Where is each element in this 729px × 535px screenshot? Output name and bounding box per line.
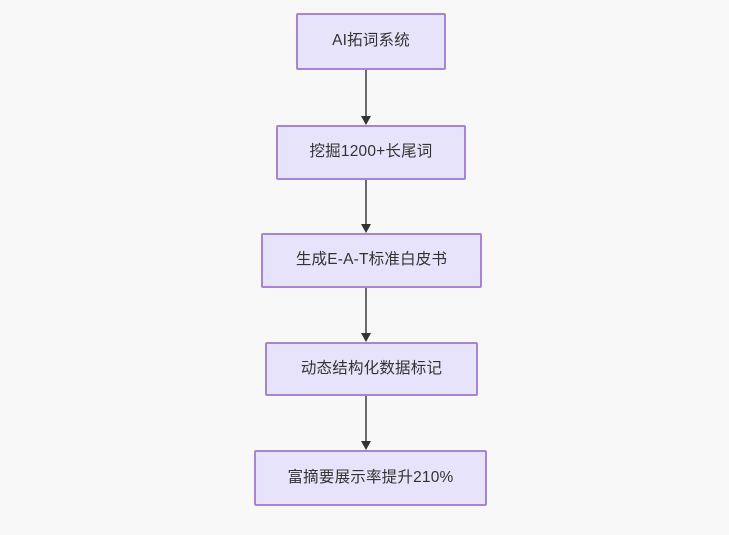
arrowhead-icon: [361, 224, 371, 233]
flow-node-label: 挖掘1200+长尾词: [309, 143, 433, 161]
connector-line: [365, 396, 367, 443]
connector-n3-n4: [361, 288, 371, 342]
flow-node-ai-keyword-system[interactable]: AI拓词系统: [296, 13, 446, 70]
flow-node-label: 富摘要展示率提升210%: [287, 468, 454, 486]
arrowhead-icon: [361, 333, 371, 342]
flow-node-dynamic-structured-data-markup[interactable]: 动态结构化数据标记: [265, 342, 478, 396]
arrowhead-icon: [361, 441, 371, 450]
flow-node-generate-eat-whitepaper[interactable]: 生成E-A-T标准白皮书: [261, 233, 482, 288]
flow-node-label: 动态结构化数据标记: [300, 359, 443, 377]
flow-node-label: AI拓词系统: [332, 32, 410, 50]
connector-n1-n2: [361, 70, 371, 125]
flow-node-rich-snippet-impression-uplift[interactable]: 富摘要展示率提升210%: [254, 450, 487, 506]
flow-node-label: 生成E-A-T标准白皮书: [295, 251, 448, 269]
connector-n2-n3: [361, 180, 371, 233]
arrowhead-icon: [361, 116, 371, 125]
connector-line: [365, 180, 367, 226]
connector-line: [365, 288, 367, 335]
connector-line: [365, 70, 367, 118]
connector-n4-n5: [361, 396, 371, 450]
flow-node-mine-longtail-keywords[interactable]: 挖掘1200+长尾词: [276, 125, 466, 180]
